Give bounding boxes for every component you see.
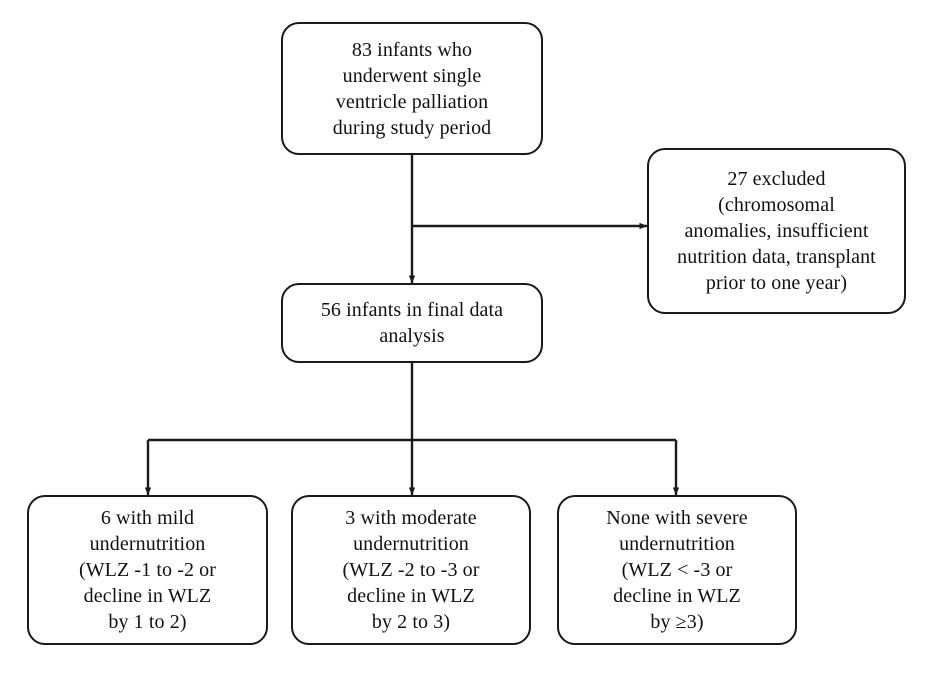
node-analyzed-infants-label: 56 infants in final data analysis [320, 299, 504, 347]
node-analyzed-infants: 56 infants in final data analysis [281, 283, 543, 363]
node-severe-undernutrition-label: None with severe undernutrition (WLZ < -… [606, 507, 748, 633]
node-enrolled-infants: 83 infants who underwent single ventricl… [281, 22, 543, 155]
node-severe-undernutrition: None with severe undernutrition (WLZ < -… [557, 495, 797, 645]
node-excluded-infants: 27 excluded (chromosomal anomalies, insu… [647, 148, 906, 314]
node-mild-undernutrition-label: 6 with mild undernutrition (WLZ -1 to -2… [78, 507, 217, 633]
node-mild-undernutrition: 6 with mild undernutrition (WLZ -1 to -2… [27, 495, 268, 645]
node-moderate-undernutrition: 3 with moderate undernutrition (WLZ -2 t… [291, 495, 531, 645]
node-excluded-infants-label: 27 excluded (chromosomal anomalies, insu… [677, 168, 876, 294]
node-enrolled-infants-label: 83 infants who underwent single ventricl… [332, 38, 492, 139]
node-moderate-undernutrition-label: 3 with moderate undernutrition (WLZ -2 t… [342, 507, 480, 633]
